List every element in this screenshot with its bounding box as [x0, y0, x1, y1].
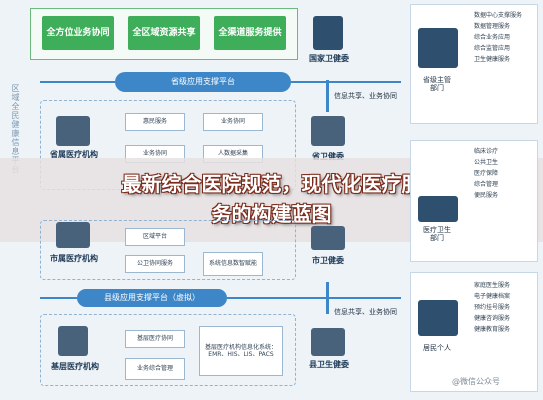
county-building-icon [311, 328, 345, 356]
platform-line-top [40, 81, 115, 83]
list-item: 家庭医生服务 [474, 282, 511, 289]
watermark: @微信公众号 [452, 377, 500, 386]
side-vertical-text: 区域全民健康信息平台 [11, 84, 20, 174]
info-share-top: 信息共享、业务协同 [334, 92, 397, 100]
city-box-3: 系统信息数智赋能 [203, 252, 263, 276]
list-item: 综合业务应用 [474, 34, 511, 41]
national-label: 国家卫健委 [309, 54, 349, 63]
county-box-1: 基层医疗协同 [125, 330, 185, 348]
right-panel-3-title: 居民个人 [423, 344, 451, 352]
medical-icon [418, 196, 458, 222]
county-platform: 县级应用支撑平台（虚拟） [77, 289, 227, 307]
list-item: 健康咨询服务 [474, 315, 511, 322]
city-box-1: 区域平台 [125, 228, 185, 246]
county-box-2: 业务综合管理 [125, 358, 185, 380]
info-share-bottom: 信息共享、业务协同 [334, 308, 397, 316]
list-item: 综合监管应用 [474, 45, 511, 52]
list-item: 卫生健康服务 [474, 56, 511, 63]
grassroots-hospital-label: 基层医疗机构 [51, 362, 99, 371]
county-box-3: 基层医疗机构信息化系统：EMR、HIS、LIS、PACS [199, 326, 283, 376]
arrow-city-county [326, 282, 329, 314]
right-panel-2-title: 医疗卫生部门 [423, 226, 451, 243]
arrow-national-provincial [326, 80, 329, 112]
grassroots-hospital-icon [58, 326, 88, 356]
platform-line-bottom-right [227, 297, 401, 299]
people-icon [418, 300, 458, 336]
platform-line-top-right [291, 81, 401, 83]
list-item: 数据管理服务 [474, 23, 511, 30]
county-label: 县卫生健委 [309, 360, 349, 369]
list-item: 电子健康档案 [474, 293, 511, 300]
provincial-hospital-icon [56, 116, 90, 146]
top-button-1: 全方位业务协同 [42, 16, 114, 50]
city-hospital-icon [56, 222, 90, 248]
right-panel-1-title: 省级主管部门 [423, 76, 451, 93]
provincial-building-icon [311, 116, 345, 146]
prov-box-1: 惠民服务 [125, 113, 185, 131]
city-hospital-label: 市属医疗机构 [50, 254, 98, 263]
provincial-hospital-label: 省属医疗机构 [50, 150, 98, 159]
platform-line-bottom [40, 297, 77, 299]
provincial-platform: 省级应用支撑平台 [115, 72, 291, 92]
city-box-2: 公卫协同服务 [125, 255, 185, 273]
city-building-icon [311, 226, 345, 250]
list-item: 临床诊疗 [474, 148, 499, 155]
government-icon [418, 28, 458, 68]
national-building-icon [313, 16, 343, 50]
city-area [40, 220, 296, 280]
right-panel-2-list: 临床诊疗 公共卫生 医疗保障 综合管理 便民服务 [474, 146, 536, 201]
right-panel-3 [410, 272, 538, 392]
list-item: 公共卫生 [474, 159, 499, 166]
provincial-label: 省卫健委 [312, 152, 344, 161]
list-item: 便民服务 [474, 192, 499, 199]
county-area [40, 314, 296, 386]
list-item: 数据中心支撑服务 [474, 12, 523, 19]
list-item: 预约挂号服务 [474, 304, 511, 311]
top-button-2: 全区域资源共享 [128, 16, 200, 50]
list-item: 综合管理 [474, 181, 499, 188]
banner-line-1: 最新综合医院规范，现代化医疗服 [121, 172, 422, 196]
right-panel-3-list: 家庭医生服务 电子健康档案 预约挂号服务 健康咨询服务 健康教育服务 [474, 280, 536, 335]
banner-line-2: 务的构建蓝图 [211, 202, 332, 226]
right-panel-1-list: 数据中心支撑服务 数据管理服务 综合业务应用 综合监管应用 卫生健康服务 [474, 10, 536, 65]
list-item: 医疗保障 [474, 170, 499, 177]
city-label: 市卫健委 [312, 256, 344, 265]
prov-box-2: 业务协同 [203, 113, 263, 131]
list-item: 健康教育服务 [474, 326, 511, 333]
top-button-3: 全渠道服务提供 [214, 16, 286, 50]
